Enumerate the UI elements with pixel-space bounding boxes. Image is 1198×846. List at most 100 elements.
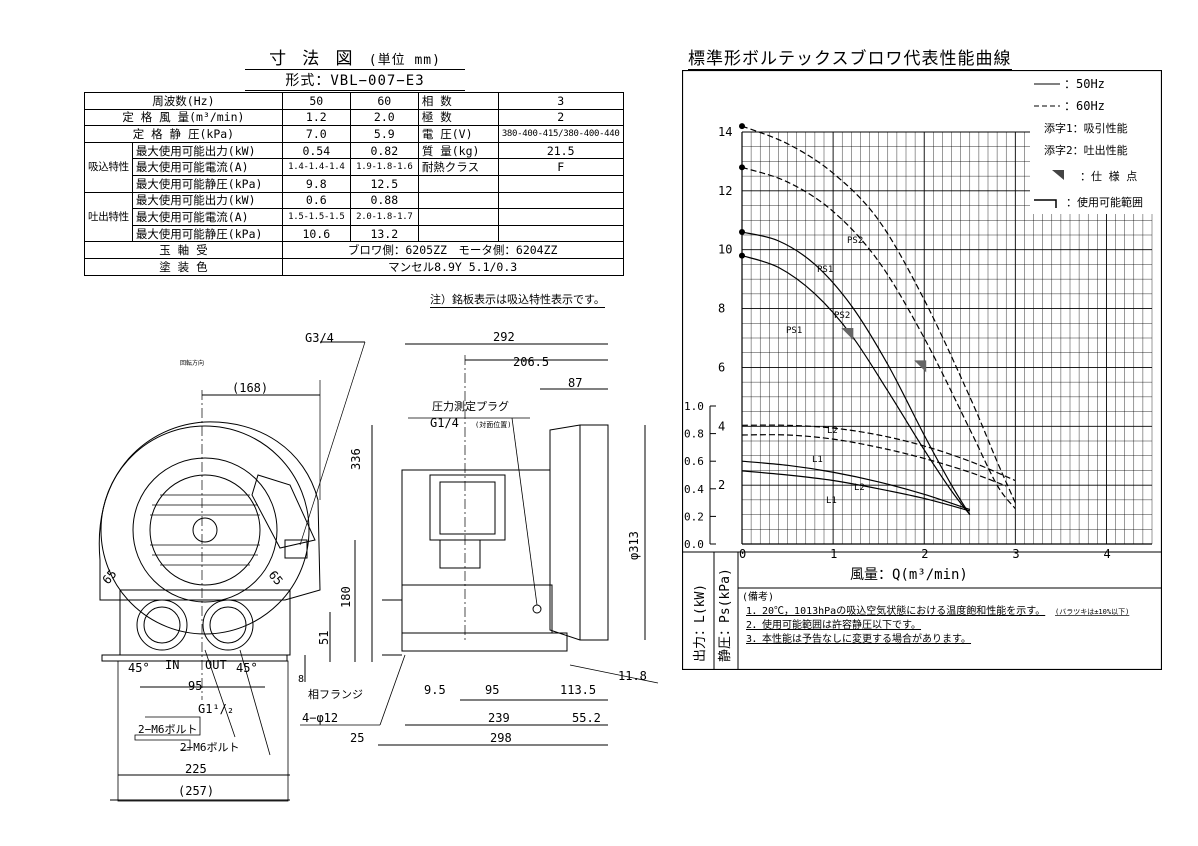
remarks: (備考) 1．20℃，1013hPaの吸込空気状態における温度飽和性能を示す。 … [742, 590, 1129, 645]
dim-313: φ313 [627, 531, 641, 560]
dim-225: 225 [185, 762, 207, 776]
angle-45-right: 45° [236, 661, 258, 675]
dim-55-2: 55.2 [572, 711, 601, 725]
spec-point-icon [1052, 170, 1064, 180]
table-row: 最大使用可能静圧(kPa) 9.8 12.5 [85, 174, 624, 193]
l-tick-label: 0.0 [684, 538, 704, 551]
dim-239: 239 [488, 711, 510, 725]
chart-legend: ：50Hz ：60Hz 添字1：吸引性能 添字2：吐出性能 ：仕 様 点 ：使用… [1030, 72, 1159, 214]
l-tick-label: 0.8 [684, 428, 704, 441]
rotation-label: 回転方向 [180, 359, 204, 367]
out-label: OUT [205, 658, 227, 672]
l-tick-label: 1.0 [684, 400, 704, 413]
l-tick-label: 0.4 [684, 483, 704, 496]
curve-ps2-60hz [741, 125, 1016, 504]
curve-start-point [739, 252, 745, 259]
in-label: IN [165, 658, 179, 672]
label-l2-60: L2 [827, 426, 838, 436]
spec-point-marker [914, 360, 927, 373]
bolt-label-2: 2−M6ボルト [180, 741, 240, 754]
curve-l2-60hz [741, 424, 1016, 482]
bolt-label-1: 2−M6ボルト [138, 723, 198, 736]
curve-ps2-50hz [741, 231, 971, 515]
x-tick-label: 1 [830, 547, 837, 561]
chart-curves [739, 123, 1016, 515]
pressure-plug-label: 圧力測定プラグ [432, 399, 509, 413]
label-l1-50: L1 [826, 496, 837, 506]
dim-87: 87 [568, 376, 582, 390]
side-view [300, 343, 659, 746]
dim-206-5: 206.5 [513, 355, 549, 369]
ps-tick-label: 14 [718, 125, 732, 139]
x-tick-label: 4 [1103, 547, 1110, 561]
dimension-drawing-title: 寸 法 図 (単位 mm) [245, 44, 465, 70]
curve-l2-50hz [741, 460, 970, 511]
flange-label: 相フランジ [308, 688, 363, 701]
table-row: 最大使用可能電流(A) 1.4-1.4-1.4 1.9-1.8-1.6 耐熱クラ… [85, 158, 624, 176]
curve-l1-50hz [741, 470, 970, 512]
ps-tick-label: 4 [718, 419, 725, 433]
x-tick-label: 2 [921, 547, 928, 561]
dimension-drawing: G3/4 回転方向 (168) 336 180 51 65 65 45° 45°… [98, 330, 659, 802]
dim-g34: G3/4 [305, 331, 334, 345]
dim-292: 292 [493, 330, 515, 344]
angle-45-left: 45° [128, 661, 150, 675]
curve-start-point [739, 164, 745, 171]
label-ps1-50: PS1 [786, 326, 802, 336]
label-l1-60: L1 [812, 455, 823, 465]
x-tick-label: 0 [739, 547, 746, 561]
legend-50hz: ：50Hz [1064, 77, 1105, 91]
y-axis-label-output: 出力：L(kW) [693, 584, 708, 662]
y-axis-label-pressure: 静圧：Ps(kPa) [718, 568, 733, 662]
table-row: 吸込特性 最大使用可能出力(kW) 0.54 0.82 質 量(kg) 21.5 [84, 141, 624, 193]
remark-3: 3．本性能は予告なしに変更する場合があります。 [746, 632, 971, 645]
ps-tick-label: 10 [718, 243, 732, 257]
remarks-head: (備考) [742, 590, 774, 603]
port-thread-label: G1¹/₂ [198, 702, 234, 716]
pressure-plug-position: (対面位置) [475, 420, 511, 429]
l-tick-label: 0.6 [684, 455, 704, 468]
l-tick-label: 0.2 [684, 510, 704, 523]
dim-65-right: 65 [266, 568, 286, 588]
dim-168: (168) [232, 381, 268, 395]
dim-180: 180 [339, 586, 353, 608]
ps-tick-label: 12 [718, 184, 732, 198]
ps-tick-label: 8 [718, 302, 725, 316]
performance-chart-title: 標準形ボルテックスブロワ代表性能曲線 [688, 44, 1012, 70]
dim-95-side: 95 [485, 683, 499, 697]
ps-tick-label: 2 [718, 478, 725, 492]
x-tick-label: 3 [1012, 547, 1019, 561]
dim-113-5: 113.5 [560, 683, 596, 697]
dim-336: 336 [349, 448, 363, 470]
dim-8: 8 [298, 674, 304, 685]
x-axis-label: 風量：Q(m³/min) [850, 567, 968, 583]
ps-tick-label: 6 [718, 360, 725, 374]
unit-label: (単位 mm) [368, 53, 441, 68]
dim-257: (257) [178, 784, 214, 798]
legend-60hz: ：60Hz [1064, 99, 1105, 113]
label-ps1-60: PS1 [817, 265, 833, 275]
dim-298: 298 [490, 731, 512, 745]
spec-point-marker [841, 328, 854, 340]
dim-51: 51 [317, 631, 331, 645]
label-ps2-50: PS2 [834, 311, 850, 321]
nameplate-note: 注）銘板表示は吸込特性表示です。 [430, 293, 605, 308]
curve-ps1-60hz [741, 166, 1016, 510]
remark-2: 2．使用可能範囲は許容静圧以下です。 [746, 618, 921, 631]
remark-1: 1．20℃，1013hPaの吸込空気状態における温度飽和性能を示す。 [746, 604, 1045, 617]
label-l2-50: L2 [854, 483, 865, 493]
legend-range: ：使用可能範囲 [1066, 195, 1143, 209]
label-ps2-60: PS2 [847, 236, 863, 246]
table-row: 塗 装 色 マンセル8.9Y 5.1/0.3 [84, 257, 624, 276]
curve-start-point [739, 123, 745, 130]
front-view [98, 341, 373, 802]
legend-suffix-2: 添字2：吐出性能 [1044, 143, 1128, 157]
remark-1-tolerance: (バラツキは±10%以下) [1055, 608, 1129, 616]
pressure-plug-thread: G1/4 [430, 416, 459, 430]
curve-start-point [739, 229, 745, 236]
dim-95-front: 95 [188, 679, 202, 693]
dim-25: 25 [350, 731, 364, 745]
legend-suffix-1: 添字1：吸引性能 [1044, 121, 1128, 135]
